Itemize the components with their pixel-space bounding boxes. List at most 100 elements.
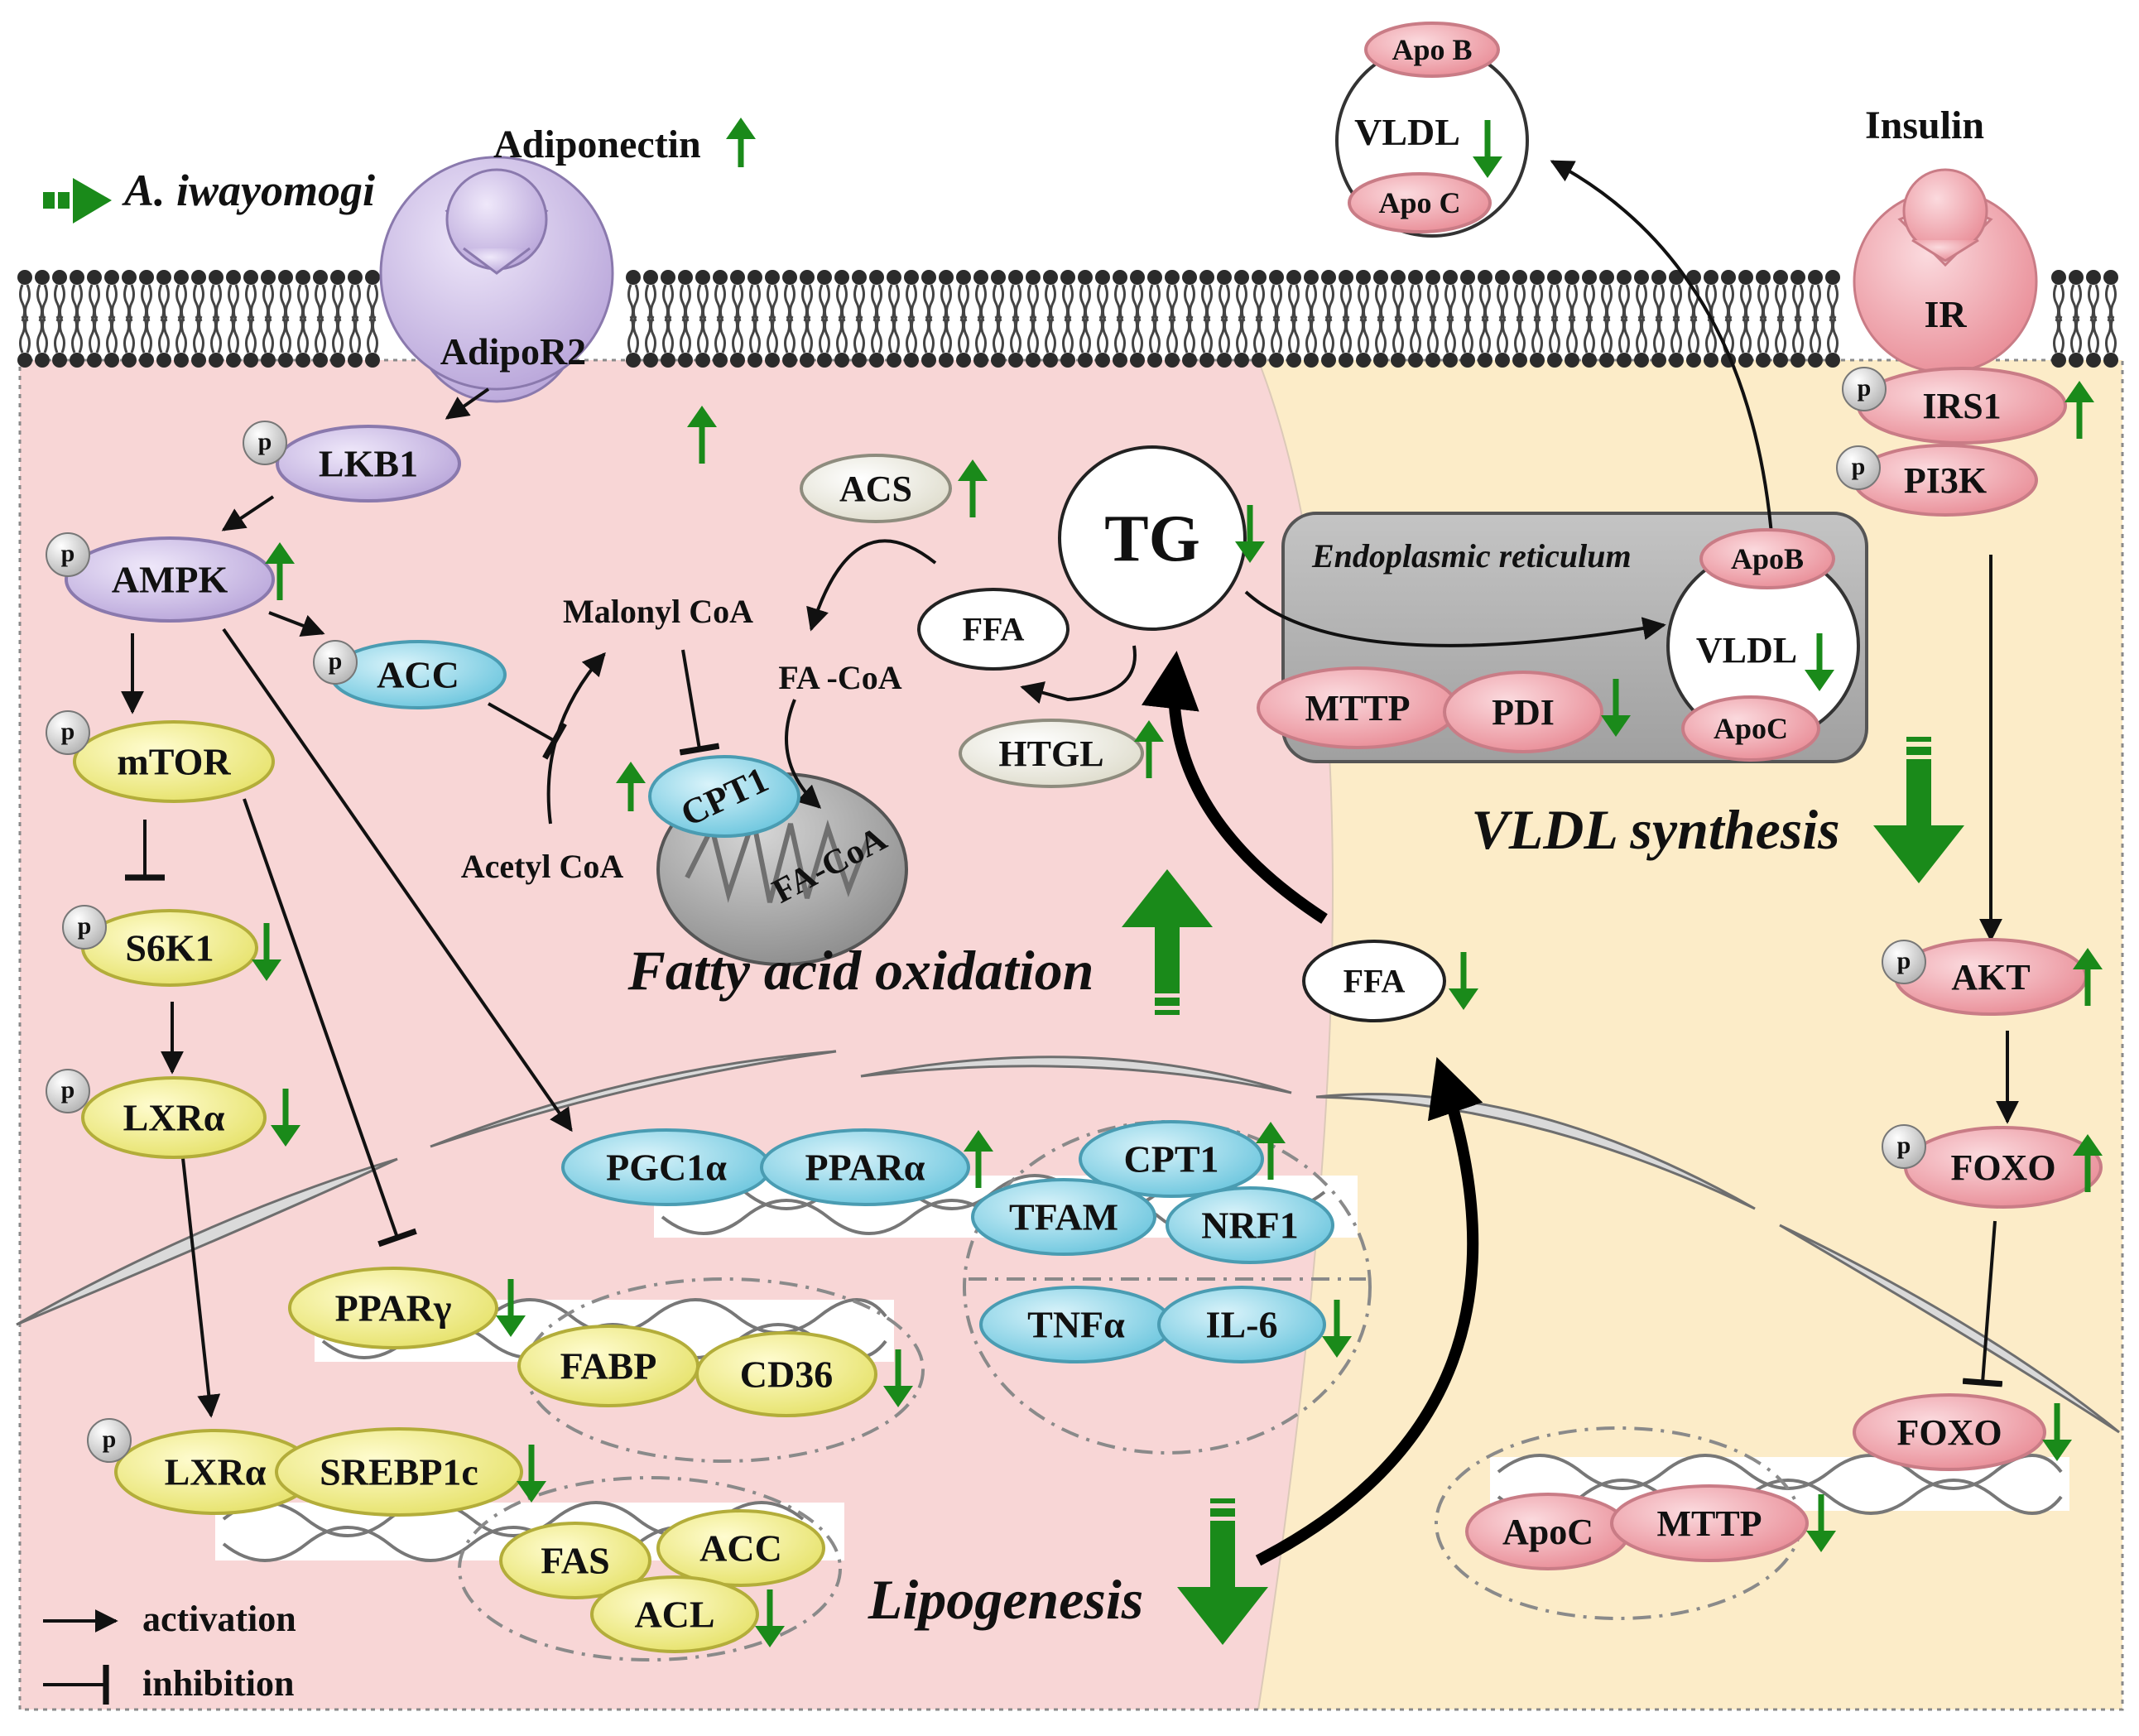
lipid-unit <box>1269 270 1284 368</box>
phospho-badge: p <box>1842 367 1887 411</box>
lipid-unit <box>782 270 797 368</box>
down-arrow-tg <box>1235 505 1265 563</box>
svg-text:p: p <box>1897 1132 1911 1159</box>
node-tnfa: TNFα <box>979 1286 1173 1363</box>
node-label-ppara: PPARα <box>805 1147 925 1189</box>
malonyl-coa-label: Malonyl CoA <box>563 593 753 630</box>
phospho-badge: p <box>62 905 107 950</box>
lipid-unit <box>1582 270 1597 368</box>
lipid-unit <box>1686 270 1701 368</box>
node-cpt1-mito: CPT1 <box>648 755 800 838</box>
er-label: Endoplasmic reticulum <box>1311 537 1632 575</box>
up-arrow-akt <box>2073 948 2103 1006</box>
lipid-unit <box>1356 270 1371 368</box>
down-arrow-apoc-mttp <box>1806 1494 1836 1552</box>
node-label-s6k1: S6K1 <box>125 927 214 969</box>
up-arrow-htgl <box>1134 720 1164 778</box>
node-label-acc2: ACC <box>699 1527 782 1570</box>
lipid-unit <box>852 270 867 368</box>
lipid-unit <box>1547 270 1562 368</box>
down-arrow-pdi <box>1601 679 1631 737</box>
node-label-lkb1: LKB1 <box>319 443 418 485</box>
node-label-pdi: PDI <box>1492 692 1555 733</box>
up-arrow-adipor2 <box>687 406 717 464</box>
node-tfam: TFAM <box>971 1178 1156 1256</box>
lipid-unit <box>313 270 328 368</box>
regulation-arrows <box>252 118 2103 1647</box>
acetyl-coa-label: Acetyl CoA <box>461 848 624 885</box>
node-ampk: AMPK <box>65 536 275 623</box>
lipid-unit <box>1808 270 1823 368</box>
node-label-irs1: IRS1 <box>1922 386 2001 426</box>
free-labels: Adiponectin Insulin Malonyl CoA Acetyl C… <box>461 103 1984 1631</box>
node-label-ampk: AMPK <box>112 559 228 601</box>
node-label-akt: AKT <box>1951 957 2030 998</box>
insulin-label: Insulin <box>1865 103 1984 147</box>
svg-text:p: p <box>61 1076 75 1104</box>
lipid-unit <box>956 270 971 368</box>
edge-lipogenesis-to-ffa <box>1255 1056 1483 1566</box>
lipid-unit <box>869 270 884 368</box>
lipid-unit <box>1078 270 1093 368</box>
lipid-unit <box>1756 270 1771 368</box>
lipid-unit <box>1651 270 1666 368</box>
lipid-unit <box>1634 270 1649 368</box>
phospho-badge: p <box>46 532 90 577</box>
up-arrow-acs <box>958 459 988 517</box>
down-arrow-cd36 <box>883 1349 913 1407</box>
big-up-arrow-fao <box>1122 869 1213 1015</box>
ir-label: IR <box>1924 293 1967 335</box>
node-label-fabp: FABP <box>560 1345 657 1387</box>
node-label-ffa-bottom: FFA <box>1343 963 1406 1000</box>
lipid-unit <box>1182 270 1197 368</box>
edge-ffa-to-tg <box>1142 651 1328 924</box>
svg-text:p: p <box>1852 453 1866 480</box>
cluster-mito-biogenesis <box>963 1120 1372 1455</box>
node-label-apob-er: ApoB <box>1731 542 1804 575</box>
edge-acc-acetyl-malonyl <box>488 702 567 760</box>
lipid-unit <box>156 270 171 368</box>
node-label-mttp-er: MTTP <box>1305 688 1410 729</box>
lipid-unit <box>104 270 119 368</box>
node-label-cd36: CD36 <box>740 1354 833 1396</box>
node-label-il6: IL-6 <box>1206 1304 1278 1346</box>
node-label-tfam: TFAM <box>1009 1196 1118 1238</box>
lipid-unit <box>1617 270 1632 368</box>
lipid-unit <box>1095 270 1110 368</box>
node-il6: IL-6 <box>1157 1286 1326 1363</box>
edge-lxra-lxra-nuc <box>180 1150 221 1418</box>
node-label-htgl: HTGL <box>998 733 1103 774</box>
node-ffa-top: FFA <box>917 588 1070 671</box>
phospho-badge: p <box>313 640 358 685</box>
nuclear-envelope <box>16 1050 2120 1434</box>
lipid-unit <box>1460 270 1475 368</box>
node-label-vldl-er: VLDL <box>1696 630 1797 671</box>
lipid-bilayer-membrane <box>17 270 2118 368</box>
edge-acetyl-to-malonyl <box>546 652 606 825</box>
lipid-unit <box>1373 270 1388 368</box>
lipid-unit <box>800 270 815 368</box>
up-arrow-irs1 <box>2064 381 2094 439</box>
edge-foxo-foxo-nuc <box>1962 1220 2003 1387</box>
svg-text:p: p <box>103 1426 117 1453</box>
lipid-unit <box>1443 270 1458 368</box>
phospho-badge: p <box>243 421 287 465</box>
node-pgc1a: PGC1α <box>561 1128 771 1206</box>
lipid-unit <box>1773 270 1788 368</box>
down-arrow-vldl-ext <box>1473 120 1502 178</box>
lipid-unit <box>904 270 919 368</box>
down-arrow-acl <box>755 1589 785 1647</box>
up-arrow-ffa-mito-up <box>616 762 646 811</box>
lipid-unit <box>1530 270 1545 368</box>
node-fas: FAS <box>499 1522 651 1599</box>
lipid-unit <box>35 270 50 368</box>
lipid-unit <box>1391 270 1406 368</box>
svg-text:p: p <box>258 428 272 455</box>
node-ffa-bottom: FFA <box>1302 940 1446 1022</box>
down-arrow-ffa-bottom <box>1449 952 1478 1010</box>
node-foxo-nuc: FOXO <box>1853 1393 2046 1471</box>
node-label-cpt1-nuc: CPT1 <box>1124 1138 1219 1181</box>
node-htgl: HTGL <box>959 719 1144 788</box>
